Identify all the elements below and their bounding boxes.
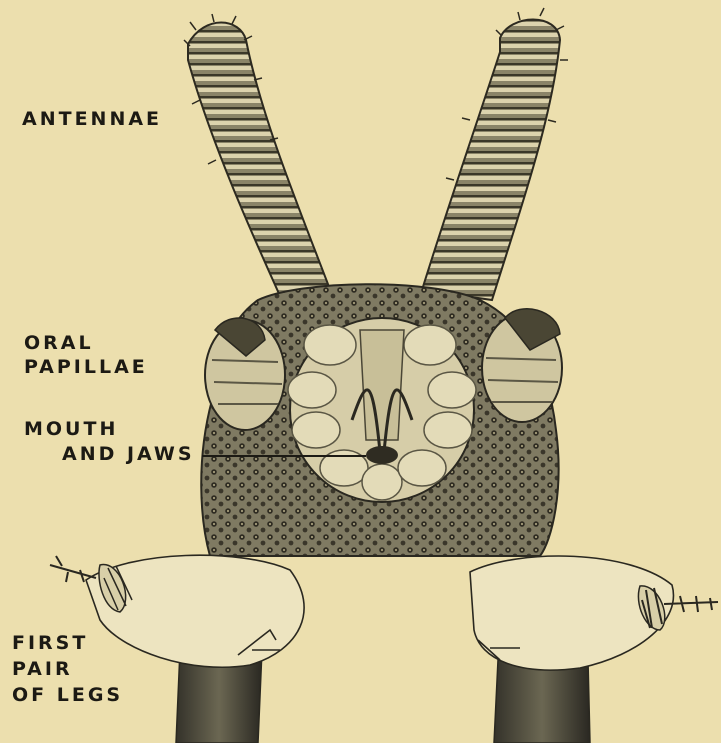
right-antenna bbox=[422, 8, 568, 300]
mouth-label-line1: MOUTH bbox=[24, 418, 118, 441]
mouth-and-jaws bbox=[288, 318, 476, 502]
legs-label-line3: OF LEGS bbox=[12, 684, 123, 707]
right-first-leg bbox=[470, 556, 718, 670]
legs-label-line2: PAIR bbox=[12, 658, 73, 681]
oral-papillae-label-line2: PAPILLAE bbox=[24, 356, 148, 379]
left-oral-papilla bbox=[205, 318, 285, 430]
antennae-label: ANTENNAE bbox=[22, 108, 162, 131]
left-antenna bbox=[184, 14, 334, 318]
mouth-label-line2: AND JAWS bbox=[62, 443, 195, 466]
legs-label-line1: FIRST bbox=[12, 632, 88, 655]
mouth-leader-line bbox=[202, 455, 366, 457]
oral-papillae-label-line1: ORAL bbox=[24, 332, 94, 355]
